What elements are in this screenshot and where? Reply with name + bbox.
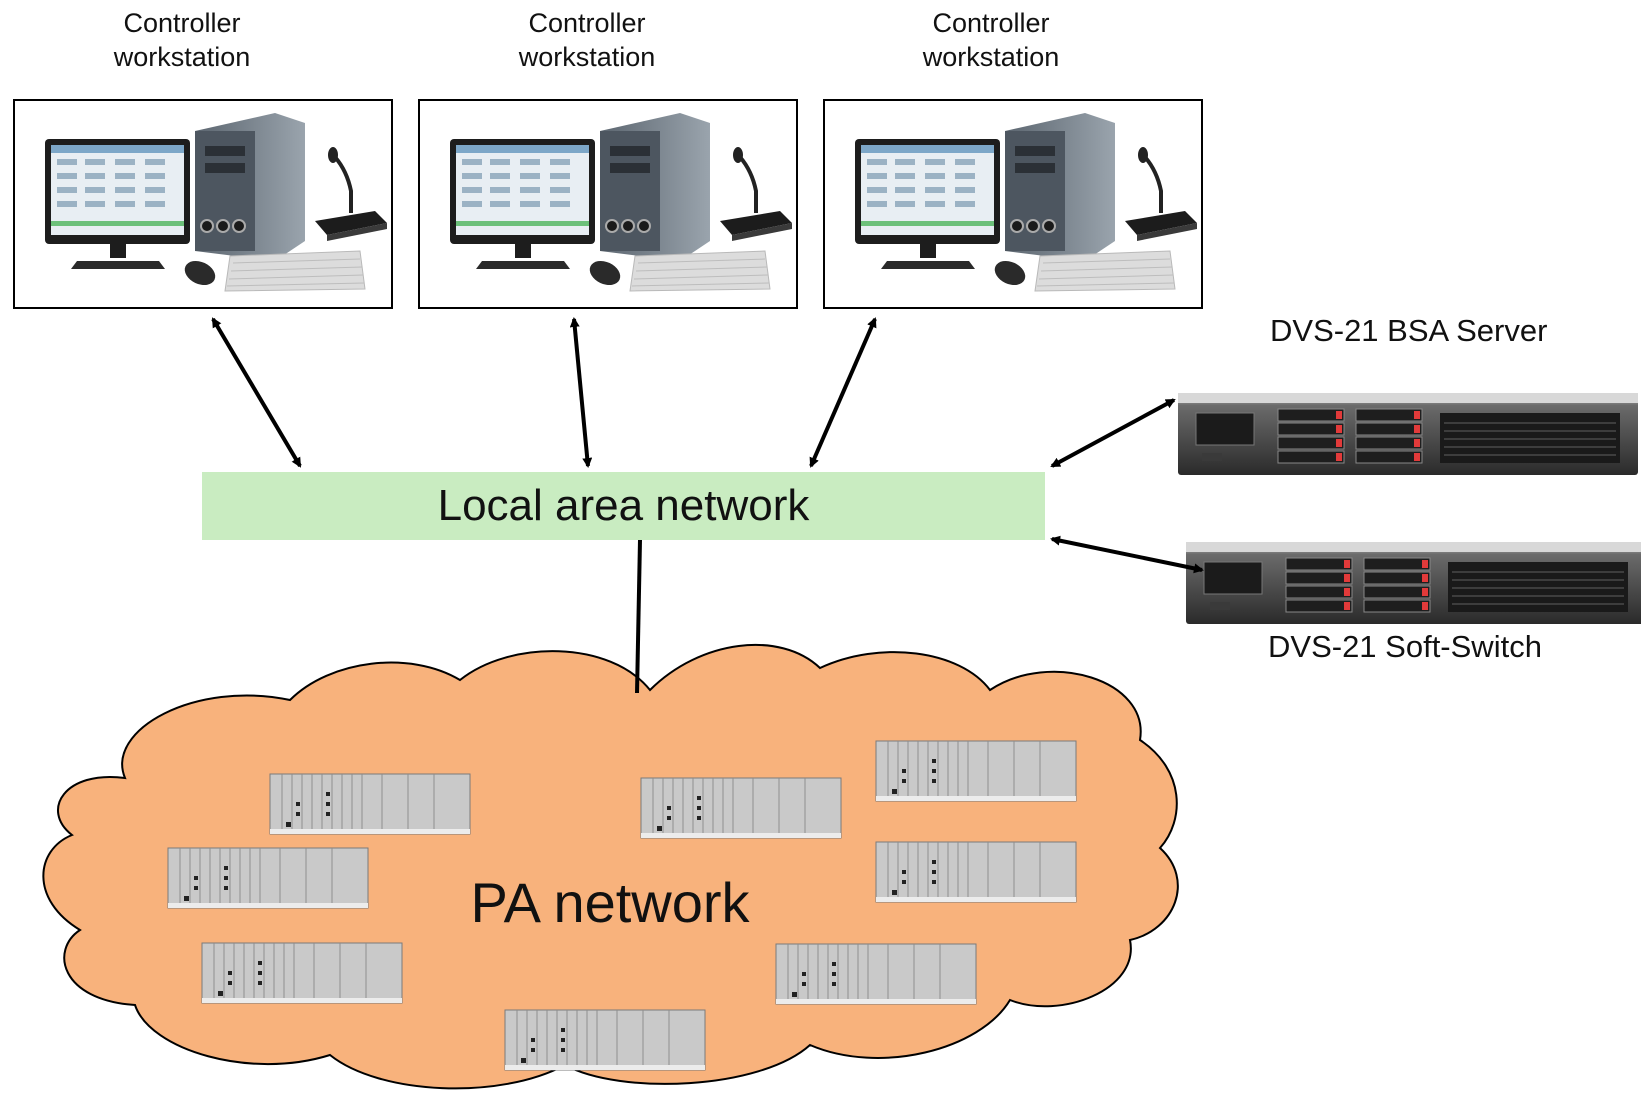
pa-network-label: PA network <box>470 871 750 934</box>
link-workstation-1-lan <box>211 317 302 468</box>
pa-device-7 <box>775 943 977 1005</box>
workstation-1-label-line2: workstation <box>113 42 251 72</box>
softswitch-server-icon <box>1185 541 1641 625</box>
pa-device-4 <box>167 847 369 909</box>
pa-device-5 <box>875 841 1077 903</box>
workstation-3-illustration <box>853 111 1199 293</box>
workstation-2-label-line2: workstation <box>518 42 656 72</box>
lan-bar: Local area network <box>202 472 1045 540</box>
workstation-2-label-line1: Controller <box>528 8 646 38</box>
pa-device-8 <box>504 1009 706 1071</box>
workstation-1-illustration <box>43 111 389 293</box>
bsa-server-label: DVS-21 BSA Server <box>1270 313 1548 348</box>
pa-device-2 <box>640 777 842 839</box>
pa-device-6 <box>201 942 403 1004</box>
workstation-1-label-line1: Controller <box>123 8 241 38</box>
workstation-2-illustration <box>448 111 794 293</box>
workstation-1-label: Controller workstation <box>32 6 332 74</box>
workstation-2-label: Controller workstation <box>437 6 737 74</box>
softswitch-label: DVS-21 Soft-Switch <box>1268 629 1542 664</box>
bsa-server-icon <box>1177 392 1639 476</box>
pa-device-1 <box>269 773 471 835</box>
link-lan-bsa-server <box>1050 398 1176 468</box>
workstation-3-label-line2: workstation <box>922 42 1060 72</box>
workstation-3-label-line1: Controller <box>932 8 1050 38</box>
workstation-3-label: Controller workstation <box>841 6 1141 74</box>
link-lan-pa-network <box>635 539 642 694</box>
link-workstation-2-lan <box>569 317 593 468</box>
lan-label: Local area network <box>437 481 810 530</box>
link-lan-softswitch <box>1050 535 1204 574</box>
link-workstation-3-lan <box>809 317 877 468</box>
pa-device-3 <box>875 740 1077 802</box>
